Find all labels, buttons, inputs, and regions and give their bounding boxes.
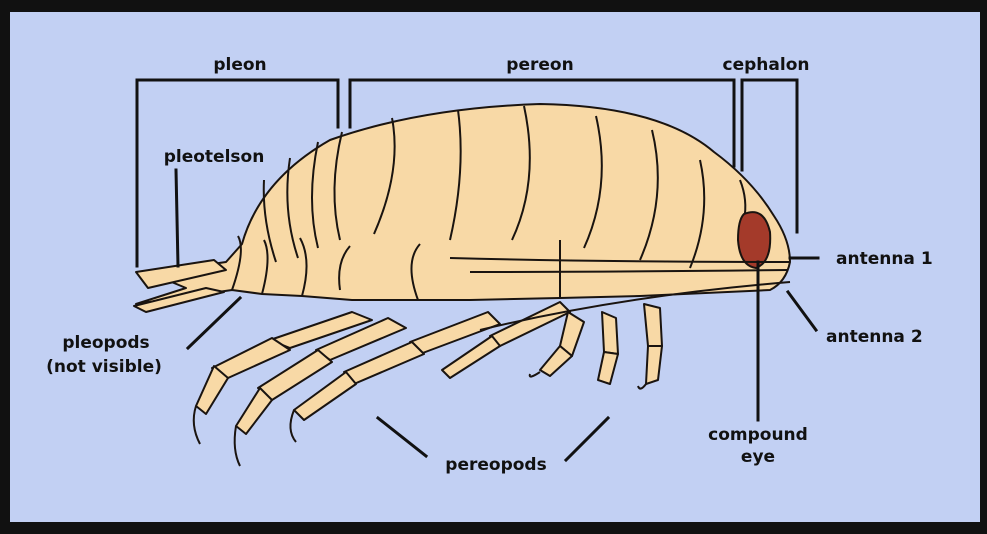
- frame-top: [0, 0, 987, 12]
- frame-right: [980, 0, 987, 534]
- label-antenna-1: antenna 1: [836, 249, 933, 269]
- frame-left: [0, 0, 10, 534]
- compound-eye-shape: [738, 212, 770, 268]
- label-cephalon: cephalon: [723, 55, 810, 75]
- label-antenna-2: antenna 2: [826, 327, 923, 347]
- label-pleon: pleon: [213, 55, 266, 75]
- label-pleotelson: pleotelson: [164, 147, 265, 167]
- label-pereon: pereon: [506, 55, 573, 75]
- label-pleopods: pleopods: [62, 333, 149, 353]
- label-compound: compound: [708, 425, 808, 445]
- label-pereopods: pereopods: [445, 455, 546, 475]
- label-not-visible: (not visible): [46, 357, 162, 377]
- frame-bottom: [0, 522, 987, 534]
- label-eye: eye: [741, 447, 775, 467]
